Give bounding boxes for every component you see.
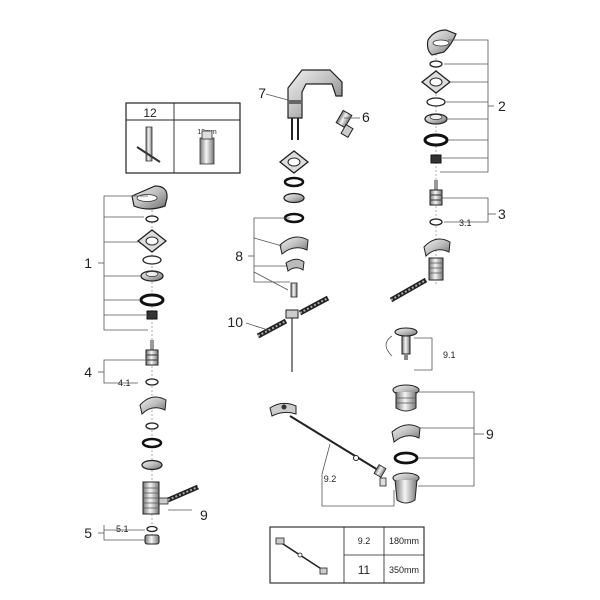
aerator <box>335 109 354 139</box>
left-bottom-ring <box>146 525 158 533</box>
socket-wrench-icon <box>199 130 215 165</box>
pivot-rod-ball <box>353 455 359 461</box>
callout-3: 3 <box>498 206 506 222</box>
left-threaded-body <box>142 481 169 515</box>
table-row-2-part: 11 <box>358 563 371 577</box>
pivot-rod <box>289 415 379 471</box>
right-lever-handle <box>426 29 457 56</box>
center-t-connector <box>285 309 299 319</box>
lift-rod-thumbnail <box>275 537 328 575</box>
pivot-rod-cap <box>379 477 387 487</box>
left-cartridge <box>145 340 159 366</box>
right-threaded-body <box>428 257 444 281</box>
center-o-ring-a <box>283 176 305 188</box>
center-callout-lines <box>245 93 360 331</box>
left-ring-a <box>142 255 162 265</box>
callout-4: 4 <box>84 364 92 380</box>
left-small-ring <box>145 215 159 223</box>
tool-item-label: 12 <box>143 106 157 120</box>
left-callout-lines <box>98 195 192 541</box>
left-ring-b <box>141 437 163 449</box>
drain-callout-lines <box>385 335 484 487</box>
right-washer <box>429 218 443 226</box>
spout-assembly <box>256 69 354 372</box>
callout-2: 2 <box>498 98 506 114</box>
center-left-hose <box>256 318 288 339</box>
right-o-ring <box>423 133 449 147</box>
drain-o-ring <box>393 451 419 465</box>
left-connection-hose <box>167 484 199 503</box>
drain-flange-body <box>392 384 420 412</box>
callout-5: 5 <box>84 525 92 541</box>
spout <box>287 69 343 119</box>
left-washer <box>145 378 159 386</box>
left-adapter <box>146 310 158 320</box>
callout-9: 9 <box>486 426 494 442</box>
right-handle-assembly <box>389 29 457 303</box>
left-handle-assembly <box>131 185 199 545</box>
right-fastening-bracket <box>423 238 451 257</box>
pop-up-lift-rod-assembly <box>269 402 387 487</box>
left-lever-handle <box>131 185 168 210</box>
table-row-1-length: 180mm <box>389 536 419 546</box>
right-cartridge <box>429 180 443 206</box>
left-fastening-bracket <box>139 396 167 415</box>
callout-9-2: 9.2 <box>324 474 337 484</box>
pop-up-callout-lines <box>321 443 395 507</box>
length-table: 9.2 180mm 11 350mm <box>269 526 425 584</box>
drain-tailpiece <box>392 472 420 504</box>
callout-10: 10 <box>227 314 243 330</box>
tool-inset-box: 12 13mm <box>125 102 241 174</box>
center-right-hose <box>298 295 330 316</box>
drain-plug <box>394 327 418 360</box>
spout-rods <box>291 118 299 140</box>
table-row-1-part: 9.2 <box>358 536 371 546</box>
left-nut <box>141 459 163 471</box>
left-bottom-nut <box>144 534 160 545</box>
callout-9-1: 9.1 <box>443 350 456 360</box>
center-square-rosette <box>278 150 310 174</box>
pivot-rod-nut <box>373 464 387 478</box>
pop-up-waste-assembly <box>391 327 421 504</box>
center-fastening-bracket <box>279 236 309 255</box>
callout-9-left: 9 <box>200 507 208 523</box>
callout-4-1: 4.1 <box>118 378 131 388</box>
right-connection-hose <box>389 277 428 303</box>
right-escutcheon <box>424 113 448 125</box>
right-adapter <box>430 154 442 164</box>
right-square-rosette <box>420 70 452 94</box>
center-stud <box>290 282 298 298</box>
center-clamp-piece <box>285 258 305 272</box>
table-row-2-length: 350mm <box>389 565 419 575</box>
callout-5-1: 5.1 <box>116 524 129 534</box>
callout-3-1: 3.1 <box>459 218 472 228</box>
callout-6: 6 <box>362 109 370 125</box>
left-escutcheon <box>140 270 164 282</box>
pivot-clip <box>269 402 297 417</box>
callout-8: 8 <box>235 248 243 264</box>
callout-7: 7 <box>258 85 266 101</box>
left-o-ring <box>139 293 165 307</box>
callout-1: 1 <box>84 255 92 271</box>
left-small-ring-b <box>145 422 159 430</box>
center-escutcheon <box>283 192 305 204</box>
right-callout-lines <box>440 39 496 223</box>
hex-key-icon <box>136 126 161 163</box>
right-small-ring <box>429 60 443 68</box>
left-square-rosette <box>136 229 168 253</box>
right-ring-a <box>426 97 446 107</box>
drain-bracket <box>391 424 421 443</box>
